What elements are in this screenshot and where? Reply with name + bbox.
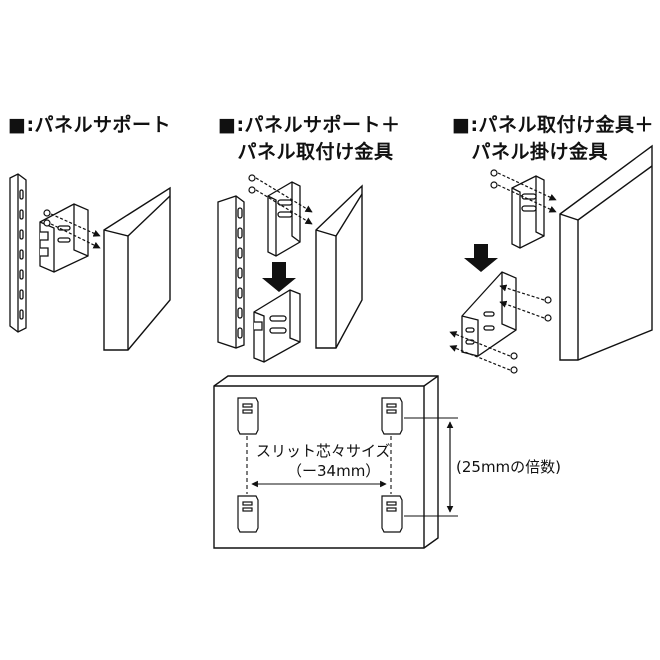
title-line: パネル取付け金具 — [218, 141, 394, 163]
dimension-lines — [246, 417, 458, 517]
height-multiple-label: (25mmの倍数) — [456, 458, 562, 476]
bracket-mark-top-left — [237, 397, 259, 435]
panel-hanger-bracket — [461, 271, 517, 357]
down-arrow-icon-2 — [464, 244, 498, 272]
slit-pitch-label: スリット芯々サイズ — [256, 442, 391, 460]
panel-1 — [103, 186, 171, 351]
title-line: ■:パネルサポート — [8, 114, 172, 136]
section-title-bracket-plus-hanger: ■:パネル取付け金具＋ パネル掛け金具 — [452, 112, 654, 166]
panel-3 — [559, 144, 653, 361]
screws-3b — [449, 284, 552, 374]
down-arrow-icon — [262, 262, 296, 292]
title-line: ■:パネル取付け金具＋ — [452, 114, 655, 136]
title-line: パネル掛け金具 — [452, 141, 609, 163]
support-with-bracket — [253, 289, 301, 363]
screws-3a — [490, 169, 557, 213]
panel-support-bracket — [39, 203, 89, 273]
section-title-panel-support: ■:パネルサポート — [8, 112, 171, 139]
bracket-mark-bottom-right — [381, 495, 403, 533]
panel-mount-bracket — [267, 181, 301, 257]
screws-1 — [43, 209, 101, 249]
title-line: ■:パネルサポート＋ — [218, 114, 401, 136]
bracket-mark-top-right — [381, 397, 403, 435]
bracket-position-marks — [237, 397, 403, 533]
screws-2 — [248, 174, 313, 225]
section-title-support-plus-bracket: ■:パネルサポート＋ パネル取付け金具 — [218, 112, 401, 166]
rail-support-2 — [217, 195, 245, 349]
bracket-mark-bottom-left — [237, 495, 259, 533]
slit-pitch-value: （ー34mm） — [287, 462, 381, 480]
panel-2 — [315, 184, 363, 349]
rail-support-1 — [9, 173, 27, 333]
panel-mount-bracket-3 — [511, 175, 545, 249]
